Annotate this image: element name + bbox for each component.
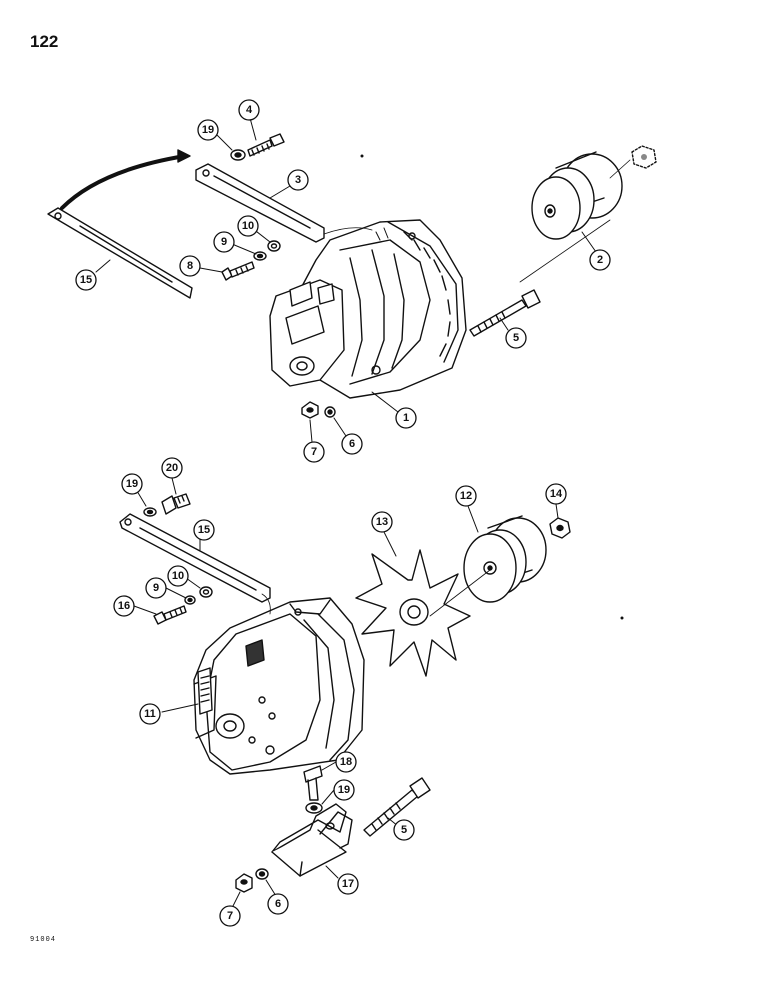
- callout-bubble: [341, 433, 363, 455]
- callout-bubble: [179, 255, 201, 277]
- callout-label: 7: [311, 446, 317, 458]
- bolt-20: [161, 493, 191, 515]
- callout-label: 7: [227, 910, 233, 922]
- callout-label: 12: [460, 490, 472, 502]
- lock-washer-6-upper: [324, 406, 336, 418]
- callout-label: 2: [597, 254, 603, 266]
- nut-lower: [235, 873, 253, 893]
- page-number: 122: [30, 32, 59, 51]
- callout-bubble: [337, 873, 359, 895]
- callout-label: 11: [144, 708, 156, 720]
- flat-washer-10: [267, 240, 281, 252]
- callout-label: 9: [221, 236, 227, 248]
- callout-label: 6: [349, 438, 355, 450]
- callout-bubble: [589, 249, 611, 271]
- alternator-upper: [269, 219, 467, 399]
- long-bolt-lower: [363, 777, 431, 837]
- pulley-nut-lower: [549, 517, 571, 539]
- callout-label: 19: [126, 478, 138, 490]
- fan: [355, 549, 471, 677]
- lock-washer-9: [253, 251, 267, 261]
- callout-label: 19: [338, 784, 350, 796]
- callout-bubble: [287, 169, 309, 191]
- callout-bubble: [455, 485, 477, 507]
- lock-washer-upper: [230, 149, 246, 161]
- callout-label: 19: [202, 124, 214, 136]
- callout-bubble: [219, 905, 241, 927]
- callout-bubble: [145, 577, 167, 599]
- callout-label: 15: [198, 524, 210, 536]
- callout-bubble: [161, 457, 183, 479]
- arrow-icon: [60, 149, 191, 210]
- callout-bubble: [267, 893, 289, 915]
- alternator-lower: [193, 597, 365, 775]
- callout-label: 4: [246, 104, 253, 116]
- bolt-16: [153, 605, 187, 625]
- callout-bubble: [395, 407, 417, 429]
- callout-bubble: [393, 819, 415, 841]
- callout-label: 20: [166, 462, 178, 474]
- callout-label: 8: [187, 260, 193, 272]
- adjusting-brace-upper: [47, 207, 193, 299]
- callout-bubble: [167, 565, 189, 587]
- flat-washer-10-lower: [199, 586, 213, 598]
- lock-washer-lower: [143, 507, 157, 517]
- callout-label: 18: [340, 756, 352, 768]
- pulley-nut-upper: [631, 145, 657, 169]
- adjusting-brace-lower: [119, 513, 271, 603]
- pulley-lower: [463, 515, 547, 603]
- bolt-upper: [247, 133, 285, 157]
- callout-bubble: [237, 215, 259, 237]
- callout-label: 14: [550, 488, 563, 500]
- callout-label: 15: [80, 274, 92, 286]
- callout-label: 6: [275, 898, 281, 910]
- callout-bubble: [371, 511, 393, 533]
- long-bolt-upper: [469, 289, 541, 337]
- callout-bubble: [193, 519, 215, 541]
- callout-bubble: [545, 483, 567, 505]
- callout-bubble: [121, 473, 143, 495]
- callout-label: 3: [295, 174, 301, 186]
- callout-bubble: [333, 779, 355, 801]
- lock-washer-9-lower: [184, 595, 196, 605]
- callout-bubble: [238, 99, 260, 121]
- mounting-bracket: [271, 803, 353, 877]
- nut-upper: [301, 401, 319, 419]
- pulley-upper: [531, 151, 623, 240]
- callout-label: 17: [342, 878, 354, 890]
- callout-label: 13: [376, 516, 388, 528]
- callout-label: 5: [513, 332, 519, 344]
- callout-bubble: [335, 751, 357, 773]
- bolt-18: [303, 765, 323, 801]
- callout-label: 5: [401, 824, 407, 836]
- callout-bubble: [75, 269, 97, 291]
- footer-code: 91004: [30, 936, 57, 944]
- bolt-8: [221, 261, 255, 281]
- callout-bubble: [139, 703, 161, 725]
- callout-label: 1: [403, 412, 409, 424]
- callout-bubble: [113, 595, 135, 617]
- callout-bubble: [303, 441, 325, 463]
- lock-washer-6-lower: [255, 868, 269, 880]
- speck: [620, 616, 624, 620]
- callout-label: 16: [118, 600, 130, 612]
- strap: [195, 163, 325, 243]
- callout-label: 10: [242, 220, 254, 232]
- callout-bubble: [197, 119, 219, 141]
- speck: [360, 154, 364, 158]
- callout-bubble: [505, 327, 527, 349]
- callout-label: 10: [172, 570, 184, 582]
- lock-washer-19-lower: [305, 802, 323, 814]
- callout-bubble: [213, 231, 235, 253]
- callout-label: 9: [153, 582, 159, 594]
